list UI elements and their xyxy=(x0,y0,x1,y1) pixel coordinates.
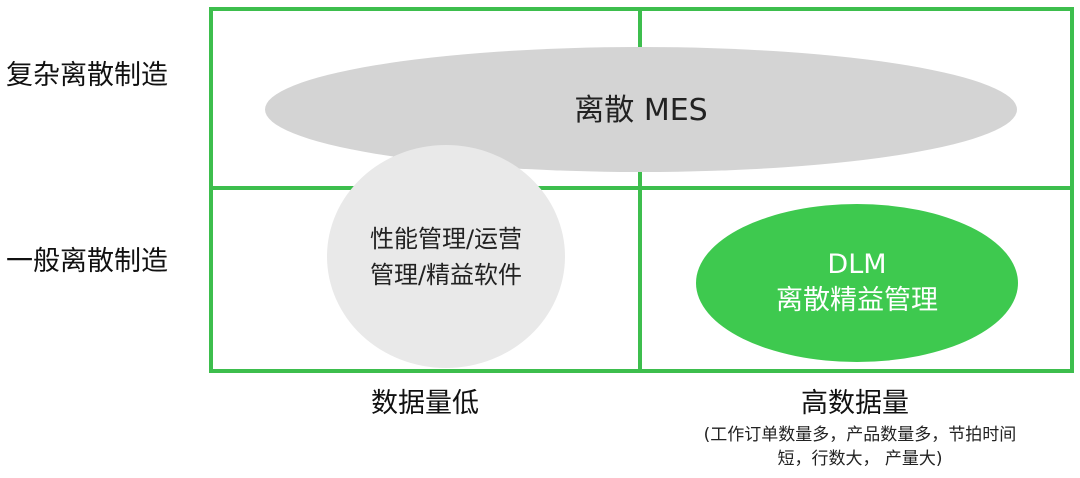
row-label-complex-discrete: 复杂离散制造 xyxy=(6,60,168,91)
dlm-label-line2: 离散精益管理 xyxy=(776,285,938,316)
high-data-note-line1: (工作订单数量多，产品数量多，节拍时间 xyxy=(703,425,1017,445)
dlm-ellipse: DLM 离散精益管理 xyxy=(696,204,1018,362)
dlm-label-line1: DLM xyxy=(827,249,887,280)
discrete-mes-label: 离散 MES xyxy=(574,92,708,128)
grid-middle-vertical xyxy=(638,7,642,373)
grid-left-border xyxy=(209,7,213,373)
performance-management-circle: 性能管理/运营 管理/精益软件 xyxy=(327,145,565,368)
performance-label-line1: 性能管理/运营 xyxy=(369,224,523,253)
performance-label-line2: 管理/精益软件 xyxy=(369,260,523,289)
discrete-mes-ellipse: 离散 MES xyxy=(265,47,1017,172)
column-label-high-data: 高数据量 xyxy=(801,388,909,419)
high-data-note-line2: 短，行数大， 产量大) xyxy=(777,449,943,469)
column-label-low-data: 数据量低 xyxy=(371,388,479,419)
row-label-general-discrete: 一般离散制造 xyxy=(6,246,168,277)
grid-right-border xyxy=(1070,7,1074,373)
high-data-note: (工作订单数量多，产品数量多，节拍时间 短，行数大， 产量大) xyxy=(660,423,1060,471)
